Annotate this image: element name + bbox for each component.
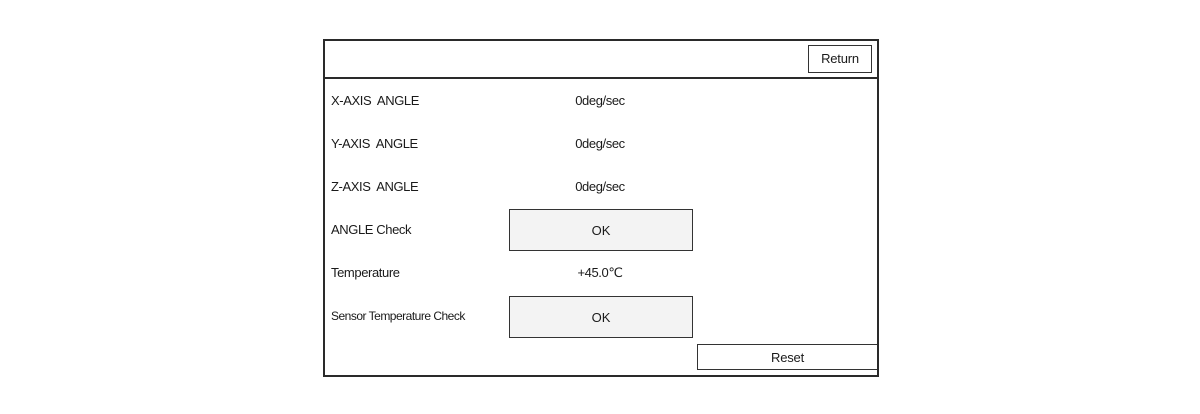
x-axis-angle-label: X-AXIS ANGLE <box>331 93 420 108</box>
x-axis-angle-value: 0deg/sec <box>575 93 625 108</box>
x-axis-angle-row: X-AXIS ANGLE 0deg/sec <box>325 79 877 122</box>
angle-check-row: ANGLE Check OK <box>325 208 877 251</box>
temperature-label: Temperature <box>331 265 400 280</box>
sensor-temperature-check-result: OK <box>509 296 693 338</box>
y-axis-angle-label: Y-AXIS ANGLE <box>331 136 418 151</box>
z-axis-angle-row: Z-AXIS ANGLE 0deg/sec <box>325 165 877 208</box>
y-axis-angle-row: Y-AXIS ANGLE 0deg/sec <box>325 122 877 165</box>
temperature-value: +45.0℃ <box>577 265 623 280</box>
sensor-check-panel: Return X-AXIS ANGLE 0deg/sec Y-AXIS ANGL… <box>323 39 879 377</box>
z-axis-angle-label: Z-AXIS ANGLE <box>331 179 419 194</box>
return-button[interactable]: Return <box>808 45 872 73</box>
angle-check-result: OK <box>509 209 693 251</box>
sensor-temperature-check-label: Sensor Temperature Check <box>331 309 465 323</box>
angle-check-label: ANGLE Check <box>331 222 412 237</box>
panel-header: Return <box>325 41 877 79</box>
z-axis-angle-value: 0deg/sec <box>575 179 625 194</box>
y-axis-angle-value: 0deg/sec <box>575 136 625 151</box>
sensor-temperature-check-row: Sensor Temperature Check OK <box>325 295 877 338</box>
reset-button[interactable]: Reset <box>697 344 877 370</box>
temperature-row: Temperature +45.0℃ <box>325 251 877 294</box>
